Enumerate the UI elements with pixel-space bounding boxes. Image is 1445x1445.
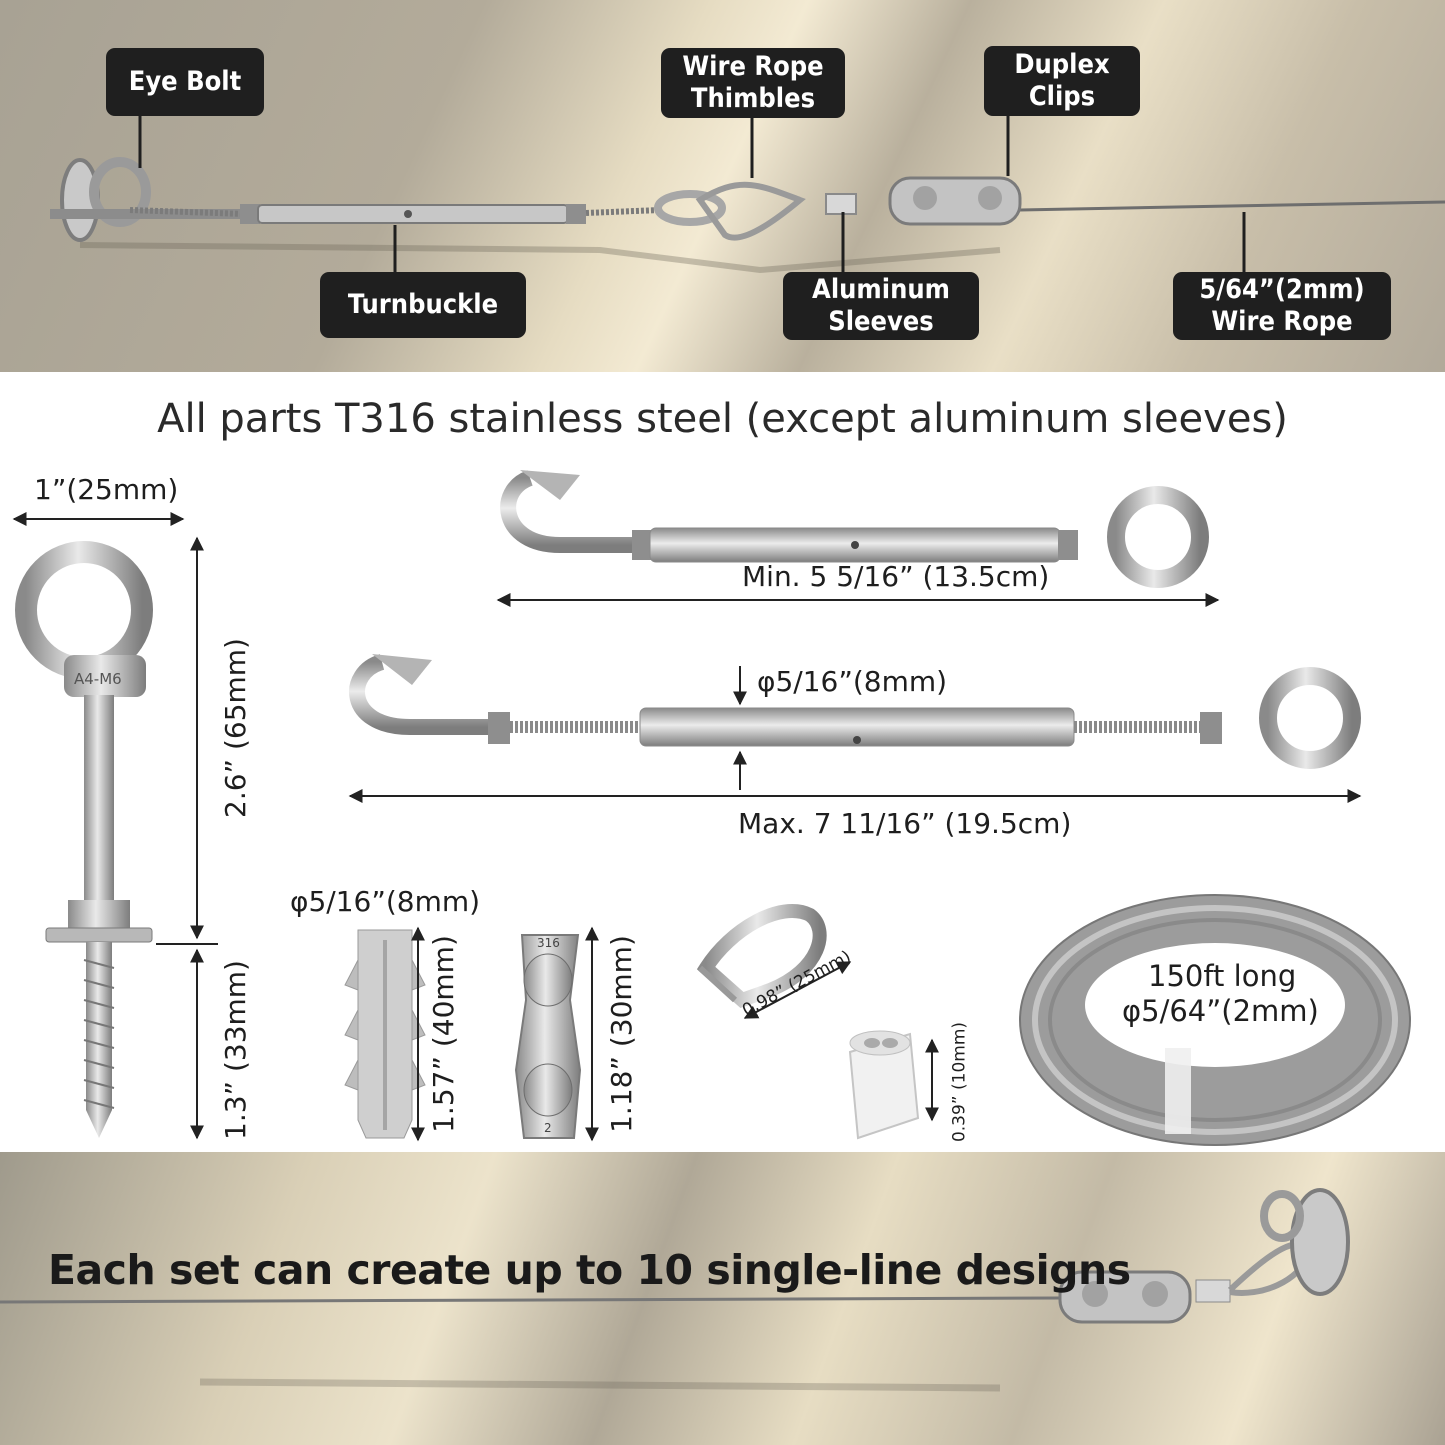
eye-bolt-drawing <box>15 541 153 1138</box>
turnbuckle-min-label: Min. 5 5/16” (13.5cm) <box>742 560 1050 593</box>
callout-duplex-clips: Duplex Clips <box>984 46 1140 116</box>
top-assembly-illustration <box>50 112 1445 274</box>
bottom-heading: Each set can create up to 10 single-line… <box>48 1246 1131 1294</box>
clip-top-marking: 316 <box>537 936 560 950</box>
duplex-clip-drawing <box>514 934 582 1139</box>
main-heading: All parts T316 stainless steel (except a… <box>157 396 1288 442</box>
rope-diameter-label: φ5/64”(2mm) <box>1122 994 1319 1028</box>
callout-wire-rope: 5/64”(2mm) Wire Rope <box>1173 272 1391 340</box>
eye-bolt-lower-length-label: 1.3” (33mm) <box>219 960 252 1140</box>
sleeve-shape <box>825 193 857 215</box>
turnbuckle-max-label: Max. 7 11/16” (19.5cm) <box>738 807 1072 840</box>
anchor-diameter-label: φ5/16”(8mm) <box>290 885 481 918</box>
eye-bolt-width-label: 1”(25mm) <box>34 473 179 506</box>
clip-length-label: 1.18” (30mm) <box>605 935 638 1133</box>
top-photo-panel: Eye Bolt Wire Rope Thimbles Duplex Clips… <box>0 0 1445 372</box>
aluminum-sleeve-drawing <box>848 1030 920 1140</box>
anchor-length-label: 1.57” (40mm) <box>427 935 460 1133</box>
turnbuckle-min-drawing <box>500 470 1209 588</box>
turnbuckle-diameter-label: φ5/16”(8mm) <box>757 665 948 698</box>
callout-wire-rope-thimbles: Wire Rope Thimbles <box>661 48 845 118</box>
bottom-photo-panel <box>0 1152 1445 1445</box>
wall-anchor-drawing <box>344 929 426 1139</box>
turnbuckle-max-drawing <box>349 654 1361 769</box>
eye-bolt-upper-length-label: 2.6” (65mm) <box>219 638 252 818</box>
rope-length-label: 150ft long <box>1148 959 1297 993</box>
callout-eye-bolt: Eye Bolt <box>106 48 264 116</box>
clip-bottom-marking: 2 <box>544 1121 552 1135</box>
wire-rope-coil-drawing <box>1019 894 1411 1146</box>
wire-rope-line <box>1019 200 1445 212</box>
eye-bolt-stamp: A4-M6 <box>74 670 122 688</box>
thimble-shape <box>695 181 806 241</box>
bottom-plate-shape <box>1290 1188 1350 1296</box>
bottom-assembly-illustration <box>0 1188 1350 1392</box>
callout-turnbuckle: Turnbuckle <box>320 272 526 338</box>
sleeve-length-label: 0.39” (10mm) <box>949 1021 970 1143</box>
callout-aluminum-sleeves: Aluminum Sleeves <box>783 272 979 340</box>
